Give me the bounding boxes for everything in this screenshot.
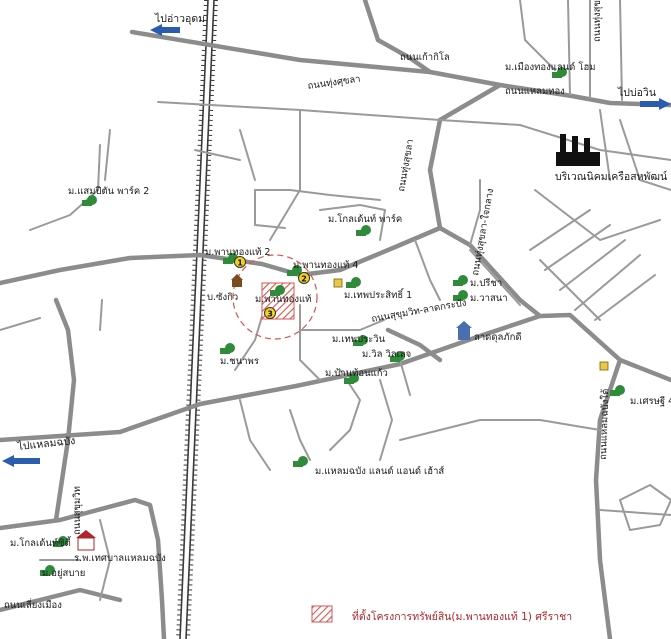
legend-swatch	[311, 605, 333, 623]
marker-1: 1	[234, 256, 246, 268]
place-label-phan-3: ม.พานทองแท้	[255, 294, 311, 305]
place-label-golden-top: ม.โกลเด้นท์ พาร์ค	[328, 213, 402, 225]
place-label-wil: ม.วิล วิลเลจ	[362, 349, 411, 360]
direction-label-laem-chabang: ไปแหลมฉบัง	[16, 434, 76, 453]
place-label-bua: ม.บ้านท้อนแก้ว	[325, 368, 388, 379]
temple-icon	[456, 321, 472, 340]
place-label-wana: ม.วาสนา	[470, 293, 508, 304]
temple-icon	[231, 274, 243, 287]
place-label-chanaporn: ม.ชนาพร	[220, 356, 259, 367]
marker-3: 3	[264, 307, 276, 319]
place-label-thep-vin: ม.เทพประวิน	[332, 334, 386, 345]
place-label-phan-1: ม.พานทองแท้ 2	[205, 247, 270, 258]
place-label-laem-land: ม.แหลมฉบัง แลนด์ แอนด์ เฮ้าส์	[315, 465, 444, 477]
svg-text:1: 1	[237, 259, 243, 268]
direction-label-bo-win: ไปบ่อวิน	[617, 86, 656, 99]
place-label-phan-4: ม.พานทองแท้ 4	[293, 260, 358, 271]
minor-roads	[0, 0, 671, 601]
svg-text:2: 2	[301, 275, 307, 284]
place-label-hospital: ร.พ.เทศบาลแหลมฉบัง	[74, 553, 166, 564]
buffer-circle	[232, 254, 318, 340]
place-label-factory: บริเวณนิคมเครือสหพัฒน์	[555, 170, 667, 183]
road-label-vertical-left: ถนนสุขุมวิท	[72, 486, 83, 535]
place-label-bo-kaew: บ.ซังกิว	[207, 292, 238, 303]
arrow-left-icon	[2, 455, 40, 467]
svg-text:3: 3	[267, 310, 273, 319]
arrow-left-icon	[150, 24, 180, 36]
place-label-thep-1: ม.เทพประสิทธิ์ 1	[344, 287, 412, 301]
marker-2: 2	[298, 272, 310, 284]
place-label-laem-pin: ม.แสมปีตัน พาร์ค 2	[68, 185, 149, 197]
place-label-preecha: ม.ปรีชา	[470, 277, 502, 289]
legend-label: ที่ตั้งโครงการทรัพย์สิน(ม.พานทองแท้ 1) ศ…	[352, 609, 572, 623]
school-icon	[333, 278, 609, 371]
place-label-top-village: ม.เมืองทองแลนด์ โฮม	[505, 61, 596, 73]
road-label-right-top-vertical: ถนนทุ่งสุขลา 3	[592, 0, 603, 42]
railway	[176, 0, 218, 639]
place-label-setthi: ม.เศรษฐี 4	[630, 395, 671, 407]
road-label-laem-chabang-right: ถนนแหลมทอง	[505, 86, 565, 97]
factory-icon	[556, 134, 600, 166]
direction-label-udon: ไปอ่าวอุดม	[154, 12, 205, 25]
legend: ที่ตั้งโครงการทรัพย์สิน(ม.พานทองแท้ 1) ศ…	[311, 605, 572, 623]
road-label-nong-kho: ถนนเก้ากิโล	[400, 51, 450, 63]
road-label-main-center: ถนนสุขุมวิท-ลาดกระบัง	[371, 297, 468, 325]
road-label-bottom-left: ถนนเลี่ยงเมือง	[4, 598, 62, 611]
road-label-right-vertical: ถนนแหลมฉบังใต้	[597, 389, 611, 461]
place-label-lat: ลาดดุลภักดี	[474, 331, 522, 343]
road-label-vertical-center: ถนนทุ่งสุขลา	[396, 138, 416, 192]
place-label-jaya: ม.อยู่สบาย	[42, 568, 85, 579]
road-label-sukhumvit-top: ถนนทุ่งศุขลา	[307, 74, 361, 92]
house-icon	[40, 67, 625, 576]
hospital-icon	[76, 530, 96, 551]
arrow-right-icon	[640, 98, 671, 110]
place-label-golden-bottom: ม.โกลเด้นท์ซิตี้	[10, 536, 72, 549]
